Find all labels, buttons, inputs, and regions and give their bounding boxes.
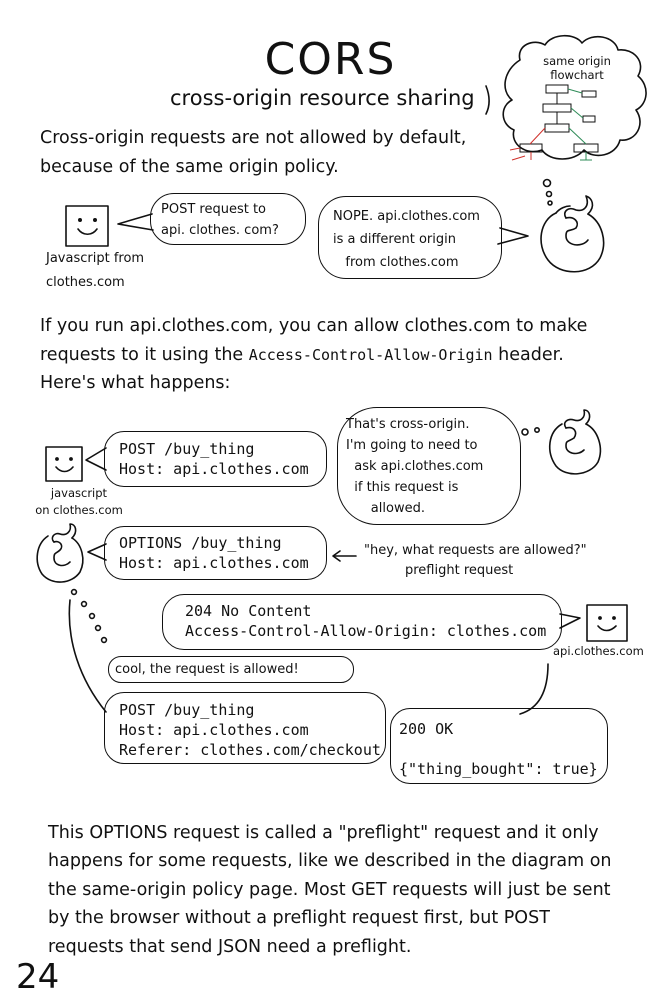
response-204-text: 204 No Content Access-Control-Allow-Orig… bbox=[185, 602, 547, 640]
browser-nope-bubble: NOPE. api.clothes.com is a different ori… bbox=[318, 196, 502, 279]
response-200-text: 200 OK {"thing_bought": true} bbox=[399, 720, 598, 778]
js-face-icon-2 bbox=[46, 447, 82, 481]
post-request-scene-2-text: POST /buy_thing Host: api.clothes.com bbox=[119, 440, 309, 478]
post-request-bubble: POST request to api. clothes. com? bbox=[150, 193, 306, 245]
options-note-1: "hey, what requests are allowed?" bbox=[364, 543, 587, 558]
final-post-bubble: POST /buy_thing Host: api.clothes.com Re… bbox=[104, 692, 386, 764]
browser-icon-2 bbox=[548, 416, 604, 476]
options-note-2: preflight request bbox=[405, 563, 514, 578]
browser-icon-3 bbox=[36, 528, 86, 582]
js-label-2: clothes.com bbox=[46, 275, 125, 290]
middle-line-2-pre: requests to it using the bbox=[40, 345, 249, 365]
final-post-text: POST /buy_thing Host: api.clothes.com Re… bbox=[119, 701, 381, 759]
options-request-bubble: OPTIONS /buy_thing Host: api.clothes.com bbox=[104, 526, 327, 580]
js-label-scene-2: javascript on clothes.com bbox=[35, 486, 123, 517]
header-code: Access-Control-Allow-Origin bbox=[248, 346, 493, 364]
post-request-scene-2: POST /buy_thing Host: api.clothes.com bbox=[104, 431, 327, 487]
browser-thought-cloud: That's cross-origin. I'm going to need t… bbox=[337, 407, 521, 525]
footer-line-4: by the browser without a preflight reque… bbox=[48, 908, 550, 928]
browser-nope-text: NOPE. api.clothes.com is a different ori… bbox=[333, 209, 480, 270]
footer-line-1: This OPTIONS request is called a "prefli… bbox=[48, 823, 599, 843]
middle-line-1: If you run api.clothes.com, you can allo… bbox=[40, 316, 588, 336]
js-face-icon bbox=[66, 206, 108, 246]
browser-thought-text: That's cross-origin. I'm going to need t… bbox=[346, 417, 484, 516]
flowchart-label: same origin flowchart bbox=[543, 54, 611, 82]
middle-line-3: Here's what happens: bbox=[40, 373, 231, 393]
page-title: CORS bbox=[264, 34, 397, 85]
footer-line-5: requests that send JSON need a preflight… bbox=[48, 937, 412, 957]
server-label: api.clothes.com bbox=[553, 644, 644, 658]
allowed-note-text: cool, the request is allowed! bbox=[115, 662, 299, 677]
response-200-bubble: 200 OK {"thing_bought": true} bbox=[390, 708, 608, 784]
browser-icon bbox=[540, 203, 606, 273]
options-request-text: OPTIONS /buy_thing Host: api.clothes.com bbox=[119, 534, 309, 572]
allowed-note-bubble: cool, the request is allowed! bbox=[108, 656, 354, 683]
footer-line-3: the same-origin policy page. Most GET re… bbox=[48, 880, 611, 900]
middle-line-2: requests to it using the Access-Control-… bbox=[40, 341, 564, 370]
intro-line-2: because of the same origin policy. bbox=[40, 157, 339, 177]
page-number: 24 bbox=[16, 957, 60, 997]
footer-line-2: happens for some requests, like we descr… bbox=[48, 851, 612, 871]
intro-line-1: Cross-origin requests are not allowed by… bbox=[40, 128, 467, 148]
server-face-icon bbox=[587, 605, 627, 641]
response-204-bubble: 204 No Content Access-Control-Allow-Orig… bbox=[162, 594, 562, 650]
flowchart-cloud: same origin flowchart bbox=[503, 40, 651, 180]
js-label-1: Javascript from bbox=[46, 251, 145, 266]
post-request-text: POST request to api. clothes. com? bbox=[161, 202, 279, 238]
middle-line-2-post: header. bbox=[492, 345, 564, 365]
page-subtitle: cross-origin resource sharing bbox=[170, 86, 475, 110]
